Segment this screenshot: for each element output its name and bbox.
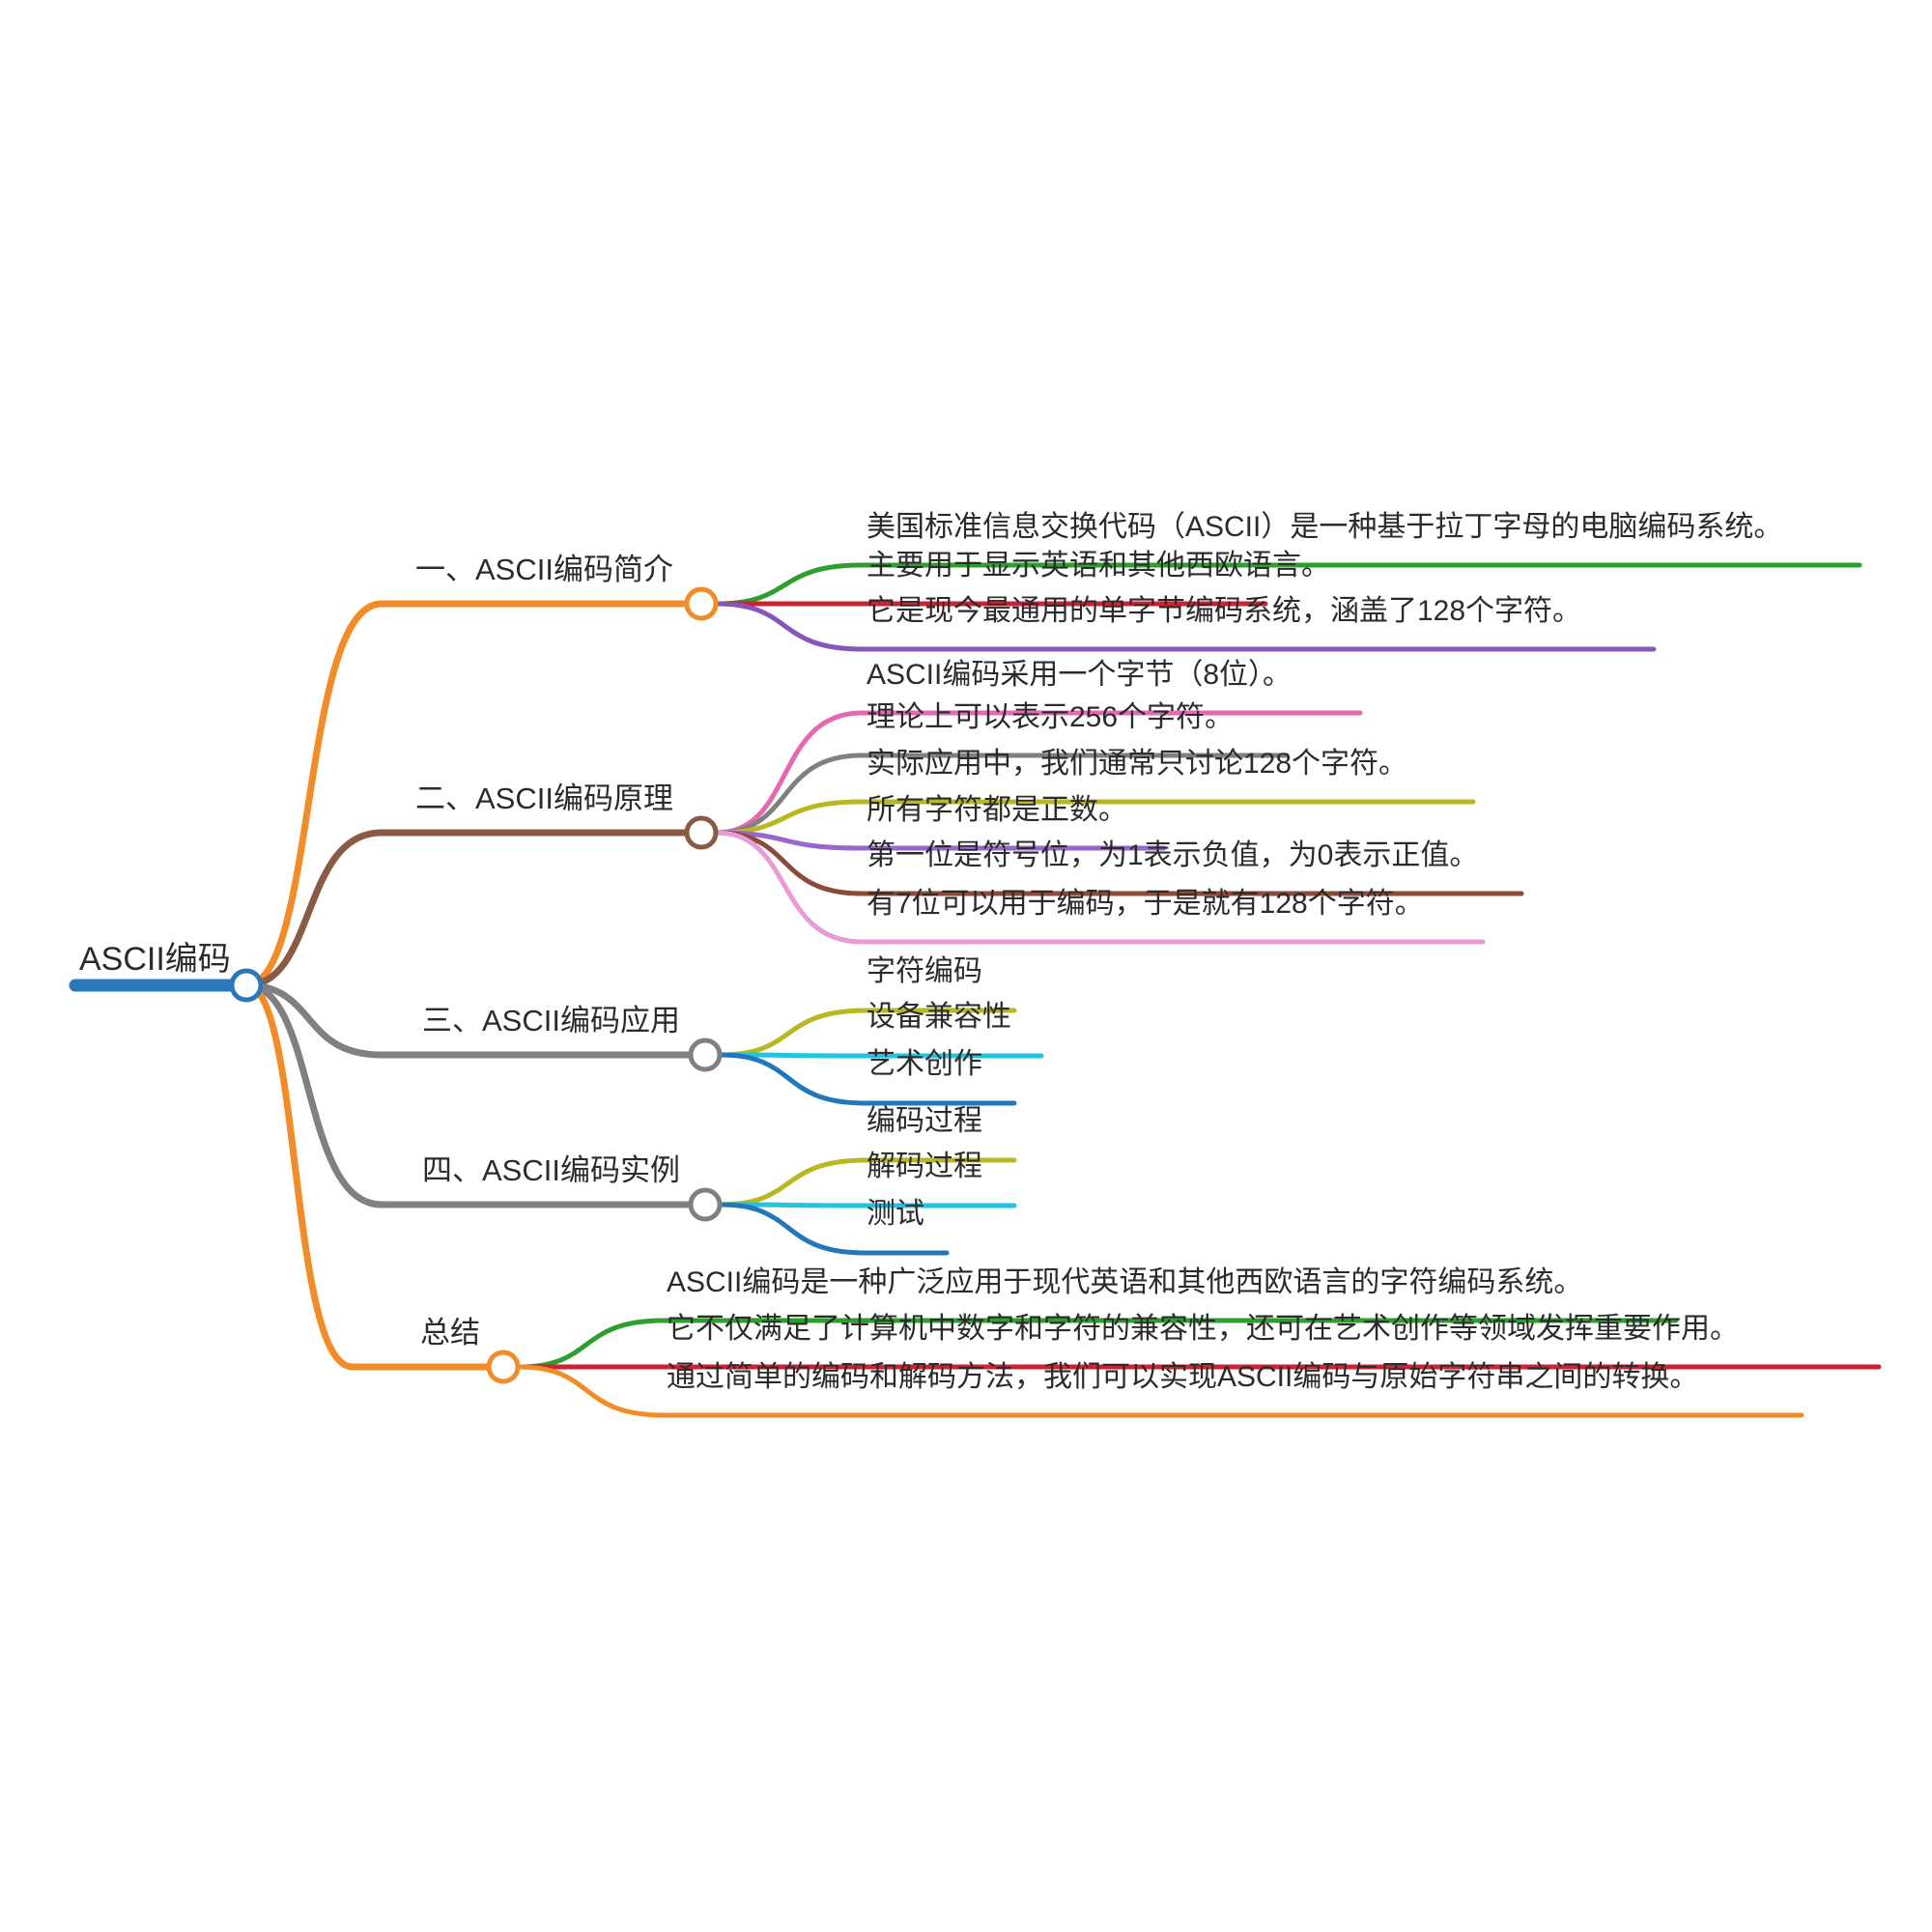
- branch-node-2[interactable]: [688, 1037, 723, 1072]
- leaf-connector-3-2: [718, 1202, 950, 1256]
- root-to-branch-connector-4: [242, 981, 356, 1371]
- branch-node-3[interactable]: [688, 1187, 723, 1222]
- leaf-label-3-2: 测试: [867, 1198, 924, 1230]
- leaf-label-1-4: 第一位是符号位，为1表示负值，为0表示正值。: [867, 839, 1479, 871]
- leaf-label-4-1: 它不仅满足了计算机中数字和字符的兼容性，还可在艺术创作等领域发挥重要作用。: [667, 1313, 1739, 1345]
- leaf-label-4-0: ASCII编码是一种广泛应用于现代英语和其他西欧语言的字符编码系统。: [667, 1266, 1583, 1298]
- root-node[interactable]: [229, 968, 264, 1003]
- leaf-label-1-0: ASCII编码采用一个字节（8位）。: [867, 659, 1293, 691]
- root-to-branch-connector-1: [242, 829, 385, 989]
- root-to-branch-connector-3: [242, 981, 385, 1208]
- leaf-connector-0-2: [714, 601, 1657, 652]
- leaf-label-1-5: 有7位可以用于编码，于是就有128个字符。: [867, 888, 1424, 920]
- leaf-label-2-2: 艺术创作: [867, 1048, 982, 1080]
- leaf-label-2-1: 设备兼容性: [867, 1001, 1011, 1033]
- leaf-label-4-2: 通过简单的编码和解码方法，我们可以实现ASCII编码与原始字符串之间的转换。: [667, 1361, 1699, 1393]
- leaf-label-3-0: 编码过程: [867, 1105, 982, 1137]
- branch-node-0[interactable]: [684, 586, 719, 621]
- branch-label-3: 四、ASCII编码实例: [422, 1153, 680, 1187]
- root-label: ASCII编码: [79, 941, 231, 978]
- leaf-label-3-1: 解码过程: [867, 1151, 982, 1182]
- branch-label-0: 一、ASCII编码简介: [415, 553, 673, 586]
- leaf-connector-4-2: [516, 1364, 1804, 1418]
- leaf-label-1-2: 实际应用中，我们通常只讨论128个字符。: [867, 748, 1408, 780]
- leaf-label-0-0: 美国标准信息交换代码（ASCII）是一种基于拉丁字母的电脑编码系统。: [867, 511, 1783, 543]
- leaf-label-0-1: 主要用于显示英语和其他西欧语言。: [867, 550, 1330, 582]
- leaf-connector-1-5: [714, 830, 1486, 945]
- branch-node-1[interactable]: [684, 815, 719, 850]
- branch-label-2: 三、ASCII编码应用: [422, 1004, 680, 1037]
- branch-node-4[interactable]: [486, 1350, 521, 1384]
- branch-label-1: 二、ASCII编码原理: [415, 781, 673, 815]
- leaf-label-1-1: 理论上可以表示256个字符。: [867, 701, 1235, 733]
- leaf-label-1-3: 所有字符都是正数。: [867, 794, 1127, 826]
- leaf-connector-2-2: [718, 1052, 1017, 1106]
- leaf-label-0-2: 它是现今最通用的单字节编码系统，涵盖了128个字符。: [867, 595, 1582, 627]
- branch-label-4: 总结: [420, 1316, 480, 1350]
- root-to-branch-connector-0: [242, 600, 385, 989]
- root-to-branch-connector-2: [242, 981, 385, 1059]
- leaf-label-2-0: 字符编码: [867, 955, 982, 987]
